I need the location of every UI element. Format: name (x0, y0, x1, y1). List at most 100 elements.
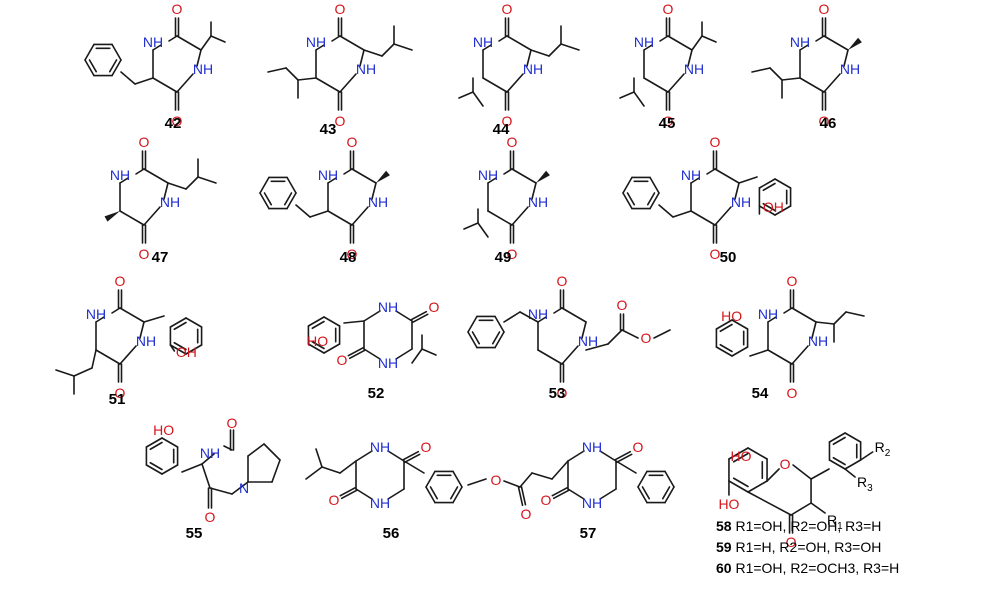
ring-nh-lower: NH (368, 194, 388, 210)
legend-text-58: R1=OH, R2=OH, R3=H (732, 518, 882, 534)
molecule-46: NH NH O O (751, 1, 862, 129)
carbonyl-oxygen-top: O (502, 1, 513, 17)
ring-nh-lower: NH (160, 194, 180, 210)
carbonyl-oxygen-top: O (172, 1, 183, 17)
ring-nh-upper: NH (306, 34, 326, 50)
hydroxyl-5: HO (718, 496, 739, 512)
carbonyl-oxygen-right: O (633, 439, 644, 455)
ring-nh-55: NH (200, 445, 220, 461)
carbonyl-oxygen-top: O (507, 134, 518, 150)
molecule-47: NH NH O O (104, 134, 217, 262)
molecule-drawings: NHNHOONHNHOONHNHOONHNHOONHNHOONHNHOONHNH… (55, 1, 891, 550)
carbonyl-oxygen-left: O (329, 492, 340, 508)
ring-nh-lower: NH (528, 194, 548, 210)
ring-nh-upper: NH (681, 167, 701, 183)
carbonyl-oxygen-bottom: O (819, 113, 830, 129)
carbonyl-oxygen-top: O (710, 134, 721, 150)
compound-label-57: 57 (580, 525, 597, 542)
ring-nh-lower: NH (136, 333, 156, 349)
compound-label-52: 52 (368, 385, 385, 402)
compound-label-42: 42 (165, 115, 182, 132)
ester-carbonyl-o-57: O (521, 506, 532, 522)
legend-row-59: 59 R1=H, R2=OH, R3=OH (716, 539, 881, 555)
ring-nh-lower: NH (840, 61, 860, 77)
carbonyl-oxygen-top: O (335, 1, 346, 17)
ring-nh-upper: NH (528, 306, 548, 322)
hydroxyl-52: HO (307, 333, 328, 349)
ring-nh-upper: NH (86, 306, 106, 322)
ring-nh-lower: NH (356, 61, 376, 77)
legend-text-59: R1=H, R2=OH, R3=OH (732, 539, 882, 555)
ring-nh-lower: NH (731, 194, 751, 210)
ring-nh-upper: NH (478, 167, 498, 183)
ring-nh-top: NH (378, 299, 398, 315)
molecule-54: NH NH O O HO (715, 273, 865, 401)
carbonyl-oxygen-right: O (429, 299, 440, 315)
carbonyl-oxygen-top: O (787, 273, 798, 289)
hydroxyl-55: HO (153, 422, 174, 438)
carbonyl-oxygen-top: O (557, 273, 568, 289)
hydroxyl-54: HO (721, 308, 742, 324)
ring-oxygen: O (780, 456, 791, 472)
ring-nh-lower: NH (578, 333, 598, 349)
ring-nh-upper: NH (790, 34, 810, 50)
carbonyl-oxygen-top: O (347, 134, 358, 150)
ring-nh-bottom: NH (378, 355, 398, 371)
ester-carbonyl-o-53: O (617, 297, 628, 313)
carbonyl-oxygen-top: O (139, 134, 150, 150)
flavonoid-legend: 58 R1=OH, R2=OH, R3=H 59 R1=H, R2=OH, R3… (716, 518, 899, 576)
molecule-43: NH NH O O (267, 1, 413, 129)
molecule-53: NH NH O O O O (467, 273, 671, 401)
compound-label-48: 48 (340, 249, 357, 266)
legend-row-58: 58 R1=OH, R2=OH, R3=H (716, 518, 881, 534)
carbonyl-oxygen-top: O (663, 1, 674, 17)
compound-label-50: 50 (720, 249, 737, 266)
ring-nh-upper: NH (110, 167, 130, 183)
ring-nh-upper: NH (758, 306, 778, 322)
carbonyl-oxygen-top: O (115, 273, 126, 289)
carbonyl-oxygen-bottom: O (663, 113, 674, 129)
compound-label-51: 51 (109, 391, 126, 408)
substituent-r3: R3 (857, 474, 873, 494)
carbonyl-oxygen-bottom: O (115, 385, 126, 401)
ester-o-53: O (641, 330, 652, 346)
ring-nh-upper: NH (143, 34, 163, 50)
carbonyl-oxygen-bottom: O (172, 113, 183, 129)
carbonyl-oxygen-bottom: O (557, 385, 568, 401)
compound-label-53: 53 (549, 385, 566, 402)
carbonyl-oxygen-top: O (819, 1, 830, 17)
ring-nh-lower: NH (193, 61, 213, 77)
carbonyl-oxygen-bottom: O (335, 113, 346, 129)
carbonyl-oxygen-bottom-55: O (205, 509, 216, 525)
compound-label-46: 46 (820, 115, 837, 132)
carbonyl-oxygen-bottom: O (787, 385, 798, 401)
compound-label-54: 54 (752, 385, 769, 402)
ring-n-55: N (239, 480, 249, 496)
compound-label-44: 44 (493, 121, 510, 138)
carbonyl-oxygen-bottom: O (507, 246, 518, 262)
compound-label-47: 47 (152, 249, 169, 266)
legend-text-60: R1=OH, R2=OCH3, R3=H (732, 560, 900, 576)
ketone-oxygen: O (786, 534, 797, 550)
ring-nh-upper: NH (318, 167, 338, 183)
ester-o-57: O (491, 472, 502, 488)
ring-nh-upper: NH (473, 34, 493, 50)
substituent-r1: R1 (827, 512, 843, 532)
substituent-r2: R2 (875, 439, 891, 459)
ring-nh-lower: NH (523, 61, 543, 77)
molecule-48: NH NH O O (259, 134, 390, 262)
carbonyl-oxygen-bottom: O (347, 246, 358, 262)
carbonyl-oxygen-bottom: O (139, 246, 150, 262)
legend-row-60: 60 R1=OH, R2=OCH3, R3=H (716, 560, 899, 576)
molecule-49: NH NH O O (463, 134, 550, 262)
ring-nh-lower: NH (808, 333, 828, 349)
